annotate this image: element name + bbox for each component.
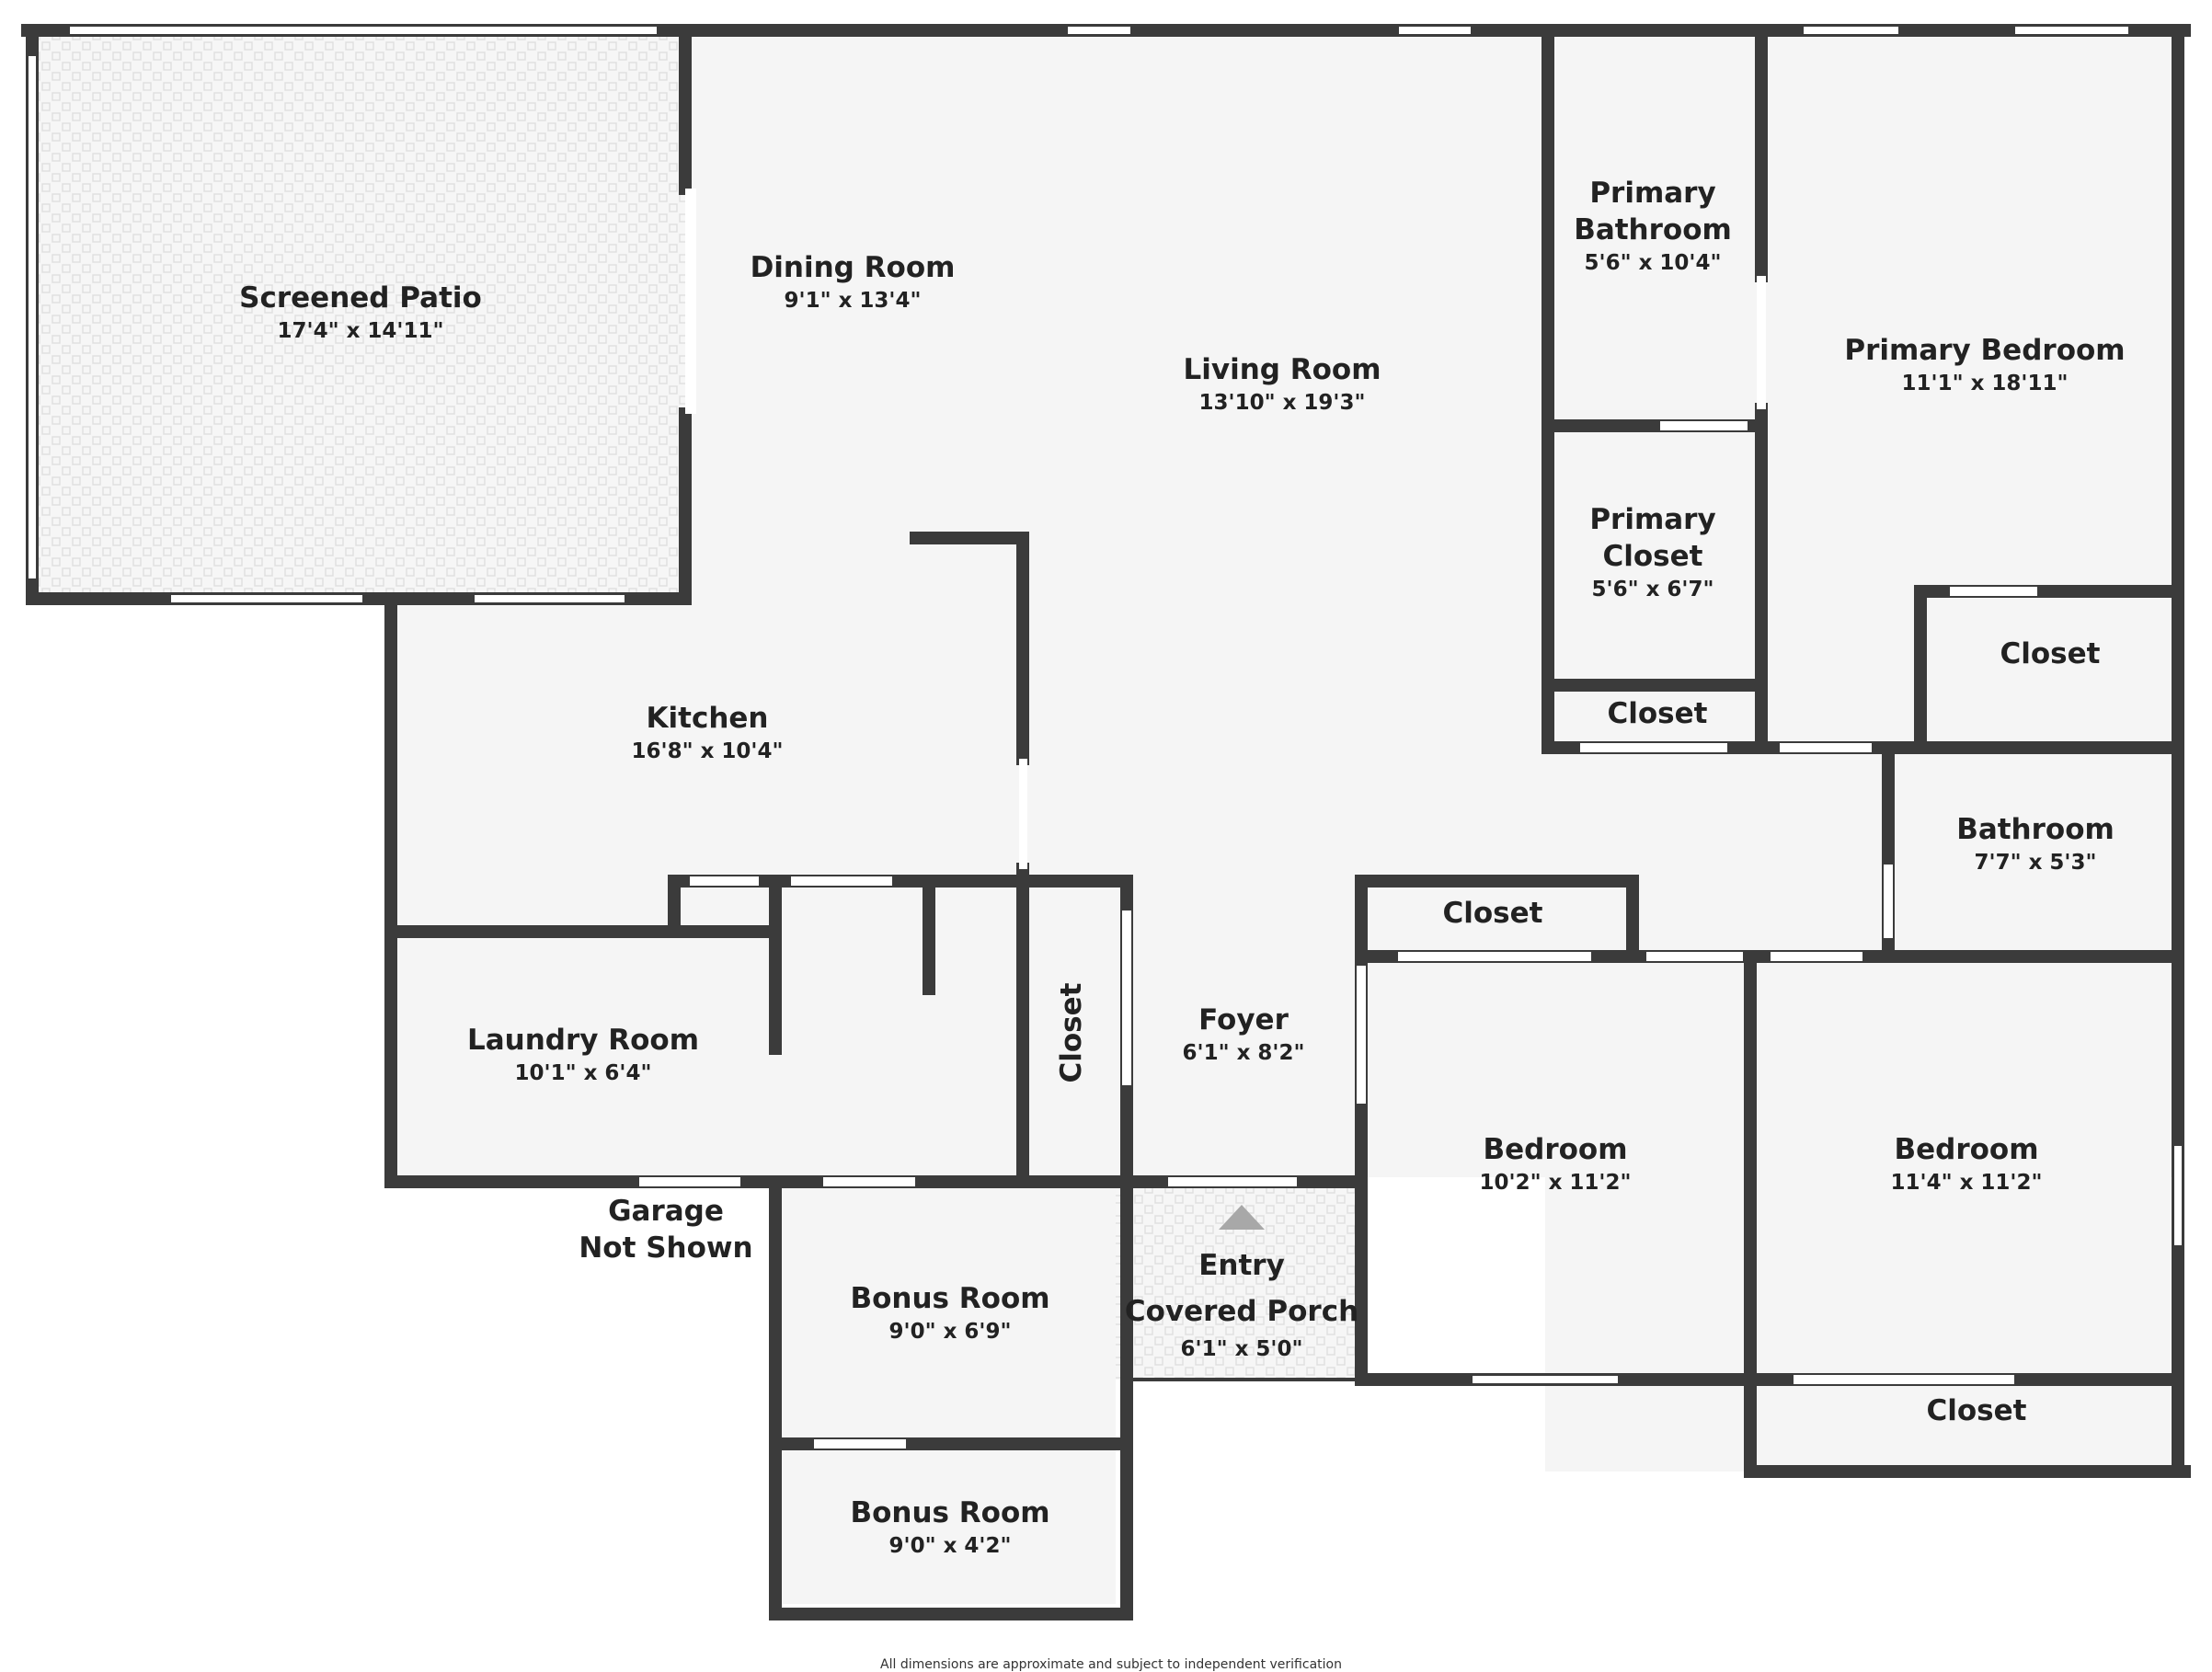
- room-label-kitchen: Kitchen 16'8" x 10'4": [631, 702, 784, 763]
- garage-note-label: Garage Not Shown: [579, 1195, 753, 1265]
- window: [1066, 25, 1132, 36]
- room-label-primary-closet: Primary Closet 5'6" x 6'7": [1589, 503, 1716, 601]
- room-label-closet-bedroom-bottom: Closet: [1926, 1394, 2027, 1427]
- room-label-bathroom: Bathroom 7'7" x 5'3": [1956, 813, 2115, 875]
- room-label-closet-hall-small: Closet: [1607, 697, 1708, 730]
- room-label-closet-bedroom-top: Closet: [1442, 897, 1543, 930]
- room-label-primary-bathroom: Primary Bathroom 5'6" x 10'4": [1574, 177, 1732, 275]
- windows: [27, 25, 2183, 1385]
- disclaimer-text: All dimensions are approximate and subje…: [880, 1657, 1342, 1672]
- room-label-dining-room: Dining Room 9'1" x 13'4": [750, 251, 956, 313]
- room-label-bonus-room-lower: Bonus Room 9'0" x 4'2": [850, 1496, 1050, 1558]
- room-label-bonus-room-upper: Bonus Room 9'0" x 6'9": [850, 1282, 1050, 1344]
- window: [1471, 1374, 1620, 1385]
- room-label-bedroom-right: Bedroom 11'4" x 11'2": [1890, 1133, 2043, 1195]
- room-label-laundry-room: Laundry Room 10'1" x 6'4": [466, 1024, 700, 1085]
- window: [1397, 25, 1473, 36]
- room-label-primary-bedroom: Primary Bedroom 11'1" x 18'11": [1844, 334, 2126, 395]
- room-label-bedroom-middle: Bedroom 10'2" x 11'2": [1479, 1133, 1632, 1195]
- patio-screen-top: [68, 25, 659, 36]
- room-label-closet-primary-bedroom: Closet: [2000, 637, 2101, 670]
- room-label-living-room: Living Room 13'10" x 19'3": [1183, 353, 1381, 415]
- room-label-foyer: Foyer 6'1" x 8'2": [1182, 1003, 1305, 1065]
- patio-floor: [37, 37, 685, 592]
- entry-arrow-icon: [1219, 1205, 1265, 1230]
- floor-fills: [37, 37, 2175, 1604]
- patio-screen-bottom-2: [473, 593, 626, 604]
- patio-screen-bottom: [169, 593, 364, 604]
- door-openings: [639, 189, 2037, 1449]
- window: [2172, 1144, 2183, 1247]
- patio-screen-left: [27, 54, 38, 580]
- room-label-screened-patio: Screened Patio 17'4" x 14'11": [239, 281, 482, 343]
- window: [2013, 25, 2130, 36]
- room-label-closet-foyer: Closet: [1055, 982, 1088, 1083]
- room-label-entry-porch: Entry Covered Porch 6'1" x 5'0": [1124, 1249, 1359, 1361]
- window: [1802, 25, 1900, 36]
